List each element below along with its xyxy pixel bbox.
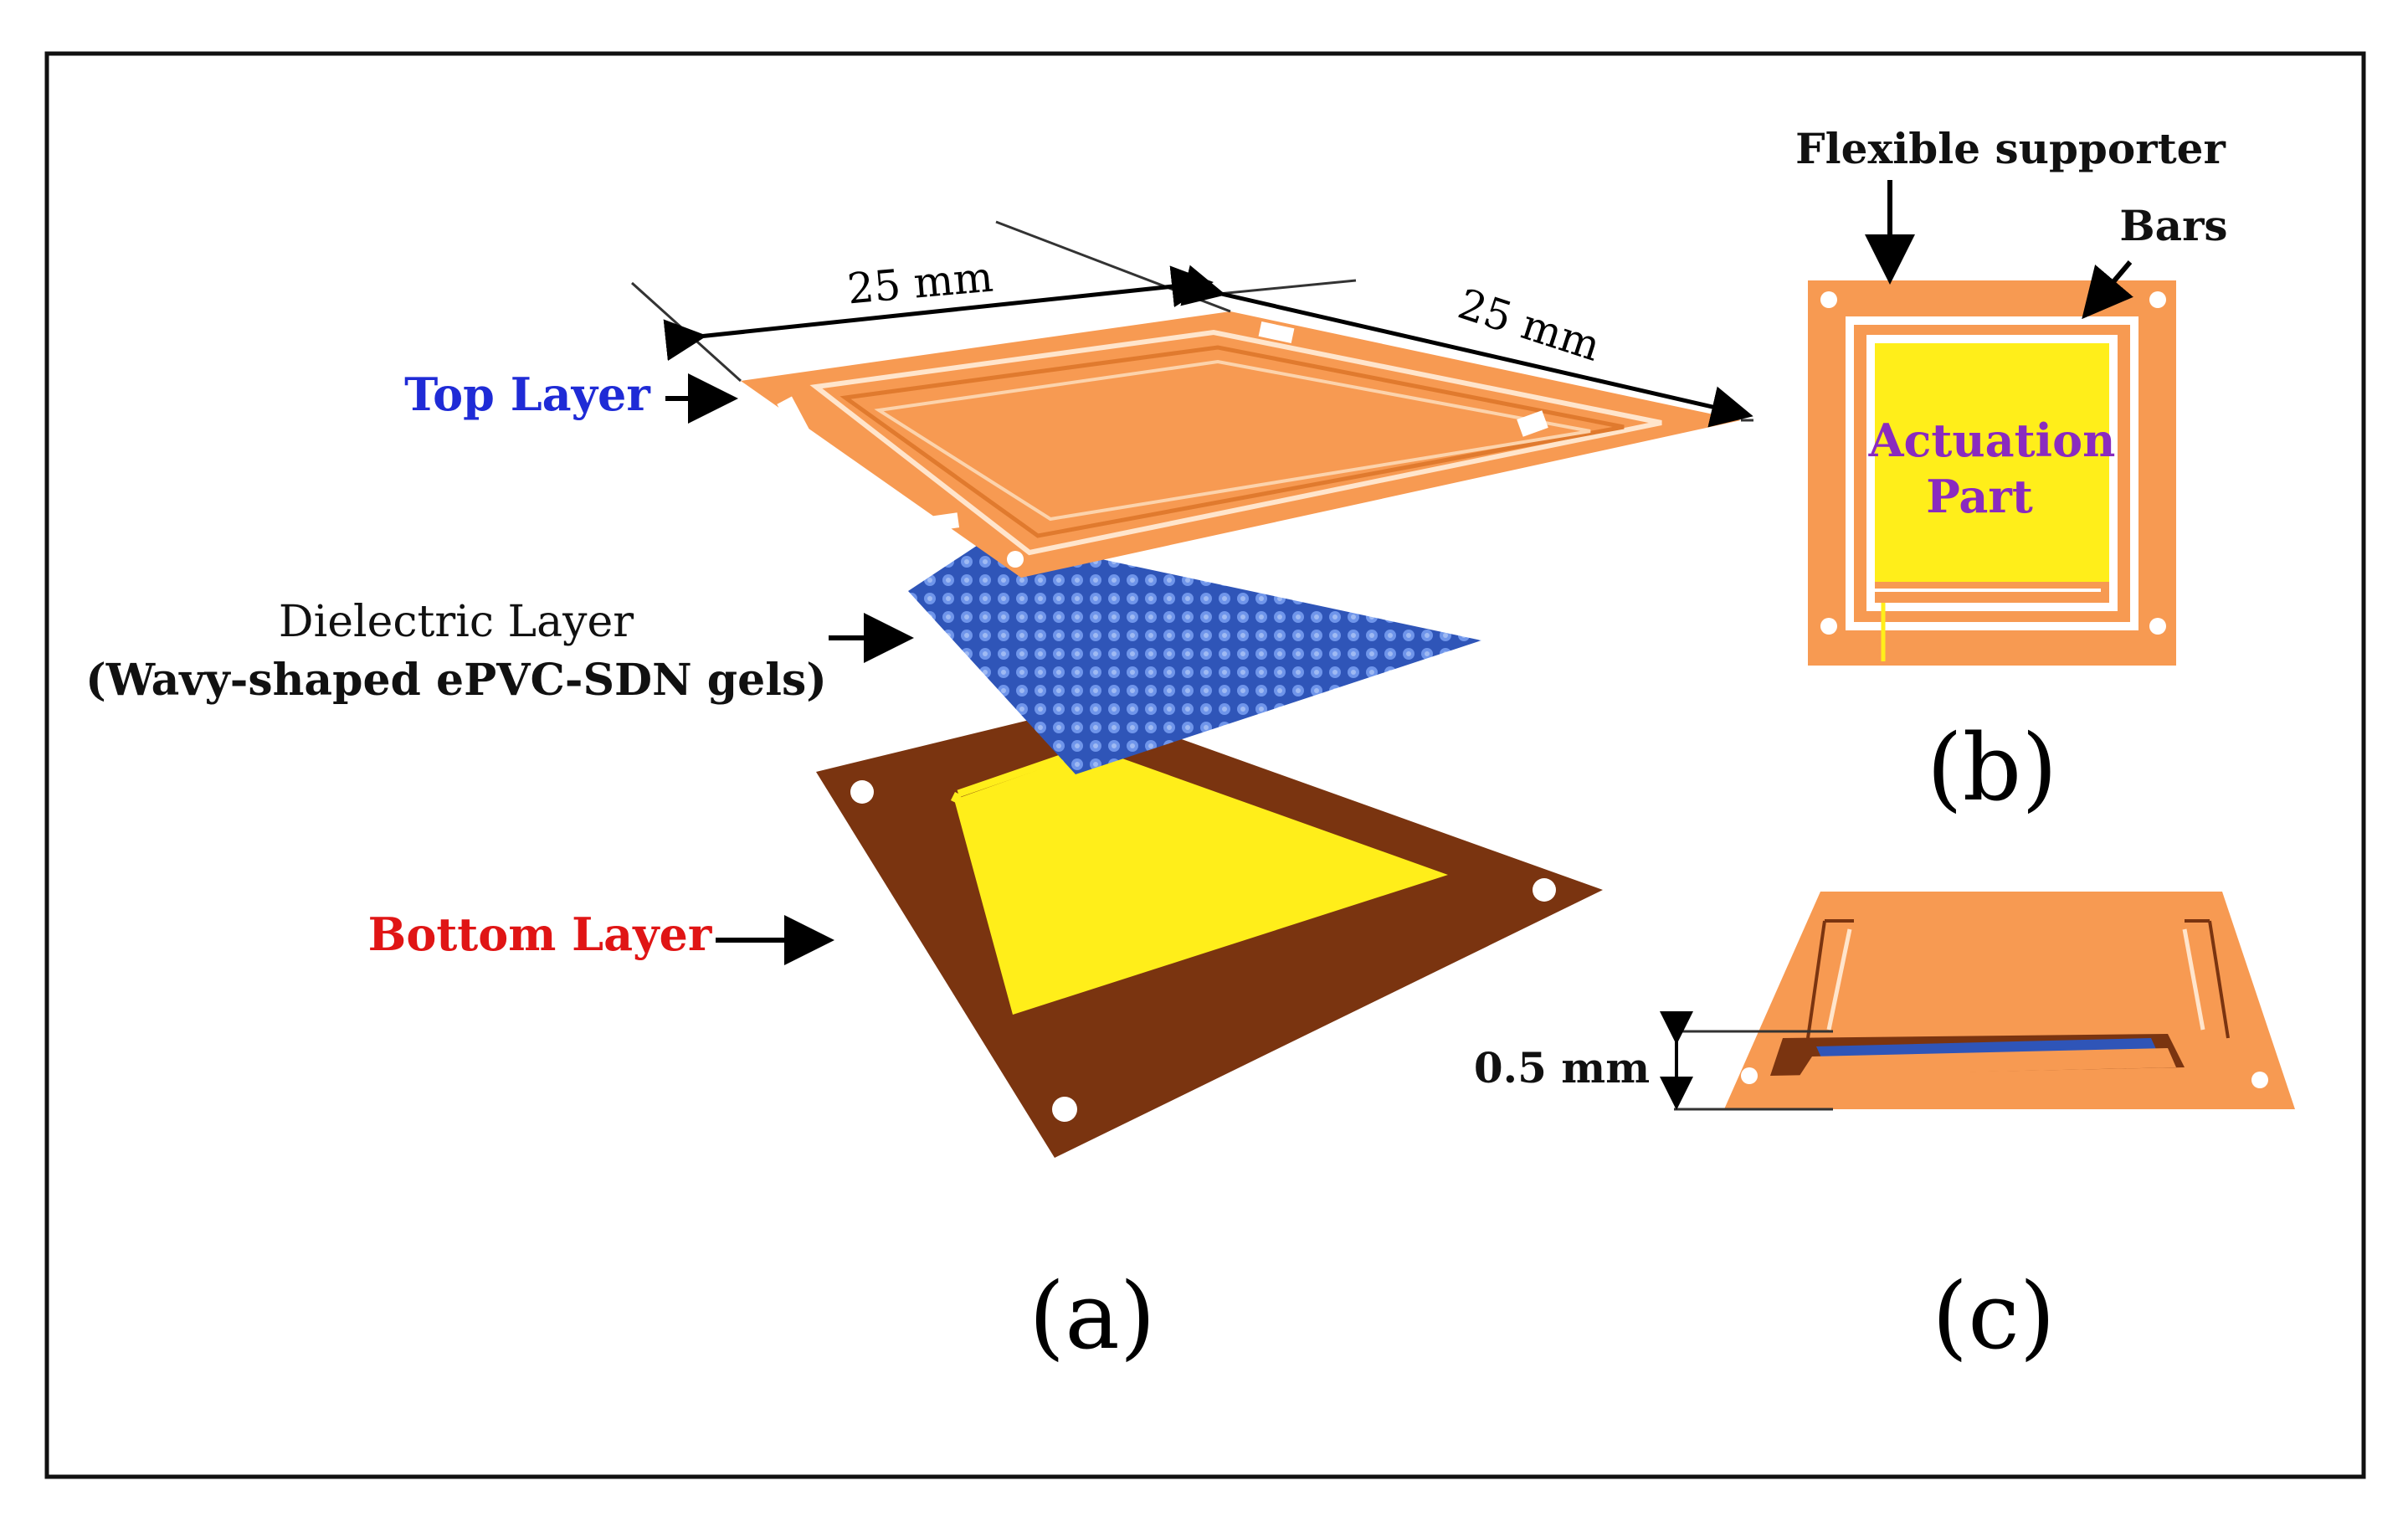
flexible-supporter-label: Flexible supporter — [1795, 124, 2226, 173]
width-dimension-label: 25 mm — [845, 253, 995, 314]
bottom-layer-label: Bottom Layer — [368, 907, 712, 961]
panel-a: 25 mm 25 mm Top Layer Dielectric Layer (… — [85, 220, 1753, 1370]
dielectric-layer-mesh — [908, 536, 1481, 774]
top-layer-label: Top Layer — [404, 368, 650, 421]
dielectric-layer-label: Dielectric Layer — [279, 597, 634, 647]
panel-b-label: (b) — [1927, 714, 2057, 821]
bars-label: Bars — [2119, 201, 2227, 250]
figure-frame — [44, 51, 2366, 1479]
actuation-part-label-line2: Part — [1926, 470, 2033, 523]
panel-c: 0.5 mm (c) — [1474, 892, 2295, 1370]
actuation-part — [1875, 343, 2109, 582]
panel-c-label: (c) — [1932, 1262, 2055, 1370]
panel-b: Actuation Part Flexible supporter Bars (… — [1795, 124, 2227, 821]
depth-dimension-label: 25 mm — [1452, 280, 1606, 371]
gap-dimension-label: 0.5 mm — [1474, 1043, 1650, 1092]
dimension-lines — [630, 220, 1753, 428]
panel-a-label: (a) — [1029, 1262, 1155, 1370]
dielectric-layer-sublabel: (Wavy-shaped ePVC-SDN gels) — [85, 655, 827, 706]
bottom-layer-plate — [816, 706, 1603, 1158]
actuation-part-label-line1: Actuation — [1868, 414, 2116, 467]
